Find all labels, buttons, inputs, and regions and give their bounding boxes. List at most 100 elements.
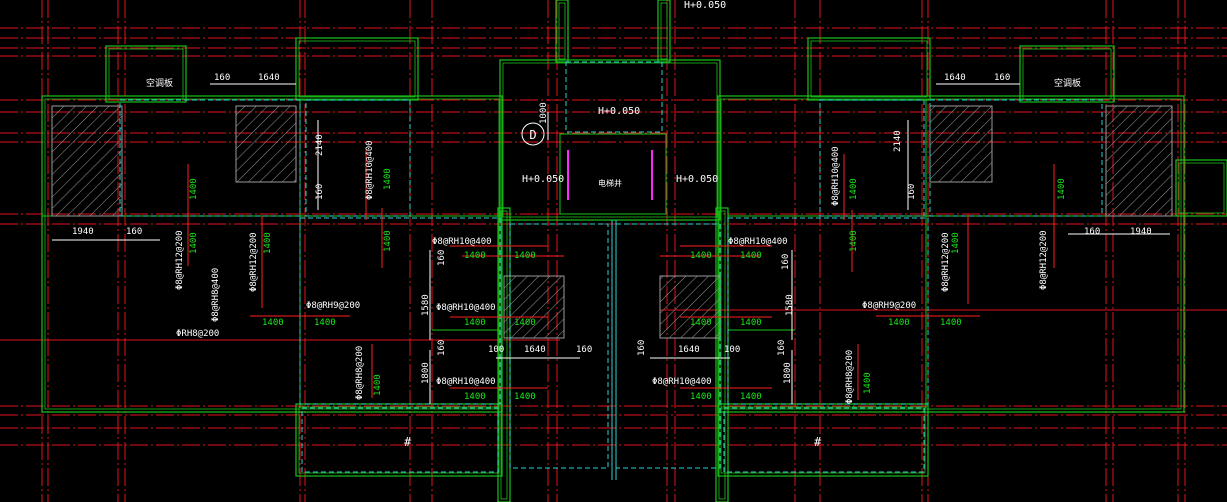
length-label: 1400 [863, 372, 873, 394]
bay-left [295, 37, 419, 101]
length-label: 1400 [849, 230, 859, 252]
room-label: 空调板 [1054, 77, 1081, 89]
dimension-label: 160 [1084, 227, 1100, 237]
dimension-label: 1940 [1130, 227, 1152, 237]
cyan-outline [723, 407, 925, 473]
dimension-label: 1640 [944, 73, 966, 83]
bay-right-inner [810, 40, 928, 98]
hatched-area [235, 105, 297, 183]
hatched-area [929, 105, 993, 183]
elevation-label: H+0.050 [522, 174, 564, 185]
shaft-wall-left [555, 0, 569, 63]
ac-unit-right-inner [720, 406, 926, 474]
length-label: 1400 [690, 318, 712, 328]
dimension-label: 160 [907, 184, 917, 200]
dimension-label: 160 [994, 73, 1010, 83]
rebar-callout: Φ8@RH8@200 [845, 350, 855, 404]
length-label: 1400 [189, 232, 199, 254]
core-wall-inner [502, 62, 718, 218]
rebar-callout: Φ8@RH10@400 [728, 237, 788, 247]
hatched-areas [51, 105, 1173, 339]
length-label: 1400 [849, 178, 859, 200]
cyan-outline [727, 217, 929, 405]
length-label: 1400 [464, 251, 486, 261]
shaft-wall-right [657, 0, 671, 63]
length-label: 1400 [383, 230, 393, 252]
elevation-label: H+0.050 [676, 174, 718, 185]
bay-left-inner [298, 40, 416, 98]
length-label: 1400 [740, 251, 762, 261]
rebar-callout: Φ8@RH12@200 [941, 232, 951, 292]
dimension-label: 1940 [72, 227, 94, 237]
outer-wall-left [41, 95, 503, 413]
elevator-shaft [559, 133, 667, 215]
cyan-outline [615, 223, 721, 469]
dimension-label: 160 [214, 73, 230, 83]
rebar-callout: Φ8@RH10@400 [652, 377, 712, 387]
balcony-left [105, 45, 187, 103]
length-label: 1400 [740, 318, 762, 328]
rebar-callout: Φ8@RH10@400 [432, 237, 492, 247]
dimension-label: 160 [781, 254, 791, 270]
dimension-label: 160 [437, 340, 447, 356]
length-label: 1400 [740, 392, 762, 402]
balcony-right-inner [1022, 48, 1112, 100]
outer-wall-right-inner [720, 98, 1182, 410]
hatched-area [503, 275, 565, 339]
outer-wall-right [717, 95, 1185, 413]
elevation-label: H+0.050 [684, 0, 726, 11]
length-label: 1400 [690, 251, 712, 261]
cyan-outline [299, 217, 501, 405]
ac-unit-left-inner [298, 406, 500, 474]
length-label: 1400 [262, 318, 284, 328]
rebar-callout: Φ8@RH8@200 [355, 346, 365, 400]
dimension-label: 1000 [539, 102, 549, 124]
ac-unit-left [295, 403, 503, 477]
length-label: 1400 [514, 392, 536, 402]
axis-bubble-label: D [529, 128, 536, 142]
length-label: 1400 [464, 318, 486, 328]
dimension-label: 1580 [785, 294, 795, 316]
cyan-outline [305, 99, 411, 217]
corridor-wall-left-inner [500, 210, 508, 500]
rebar-callout: Φ8@RH10@400 [436, 303, 496, 313]
length-label: 1400 [189, 178, 199, 200]
cyan-outlines [119, 61, 1103, 480]
balcony-edge-right-inner [1178, 162, 1225, 214]
hash-mark: # [404, 435, 412, 449]
length-label: 1400 [690, 392, 712, 402]
dimension-label: 160 [315, 184, 325, 200]
hatched-area [659, 275, 721, 339]
dimension-label: 2140 [315, 134, 325, 156]
room-label: 空调板 [146, 77, 173, 89]
rebar-callout: Φ8@RH9@200 [306, 301, 360, 311]
rebar-callout: ΦRH8@200 [176, 329, 219, 339]
cyan-outline [301, 407, 499, 473]
bay-right [807, 37, 931, 101]
corridor-wall-right-inner [718, 210, 726, 500]
length-label: 1400 [373, 374, 383, 396]
dimension-label: 160 [777, 340, 787, 356]
length-label: 1400 [263, 232, 273, 254]
dimension-label: 160 [637, 340, 647, 356]
balcony-left-inner [108, 48, 184, 100]
core-wall [499, 59, 721, 221]
rebar-callout: Φ8@RH10@400 [831, 146, 841, 206]
length-label: 1400 [940, 318, 962, 328]
rebar-callout: Φ8@RH10@400 [365, 140, 375, 200]
elevation-label: H+0.050 [598, 106, 640, 117]
length-label: 1400 [314, 318, 336, 328]
shaft-wall-right-inner [660, 2, 668, 60]
outer-wall-left-inner [44, 98, 500, 410]
hatched-area [1105, 105, 1173, 217]
rebar-callout: Φ8@RH9@200 [862, 301, 916, 311]
rebar-callout: Φ8@RH10@400 [436, 377, 496, 387]
rebar-callout: Φ8@RH12@200 [175, 230, 185, 290]
length-label: 1400 [888, 318, 910, 328]
shaft-wall-left-inner [558, 2, 566, 60]
rebar-lines [187, 150, 1055, 400]
dimension-label: 1800 [783, 362, 793, 384]
